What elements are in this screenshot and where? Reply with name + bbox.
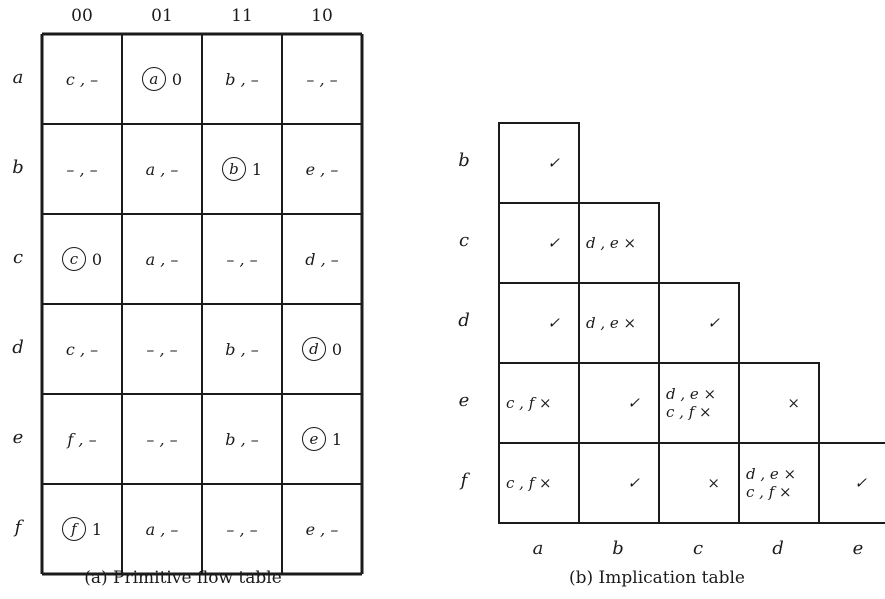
implication-entry: c , f × bbox=[666, 403, 712, 421]
implication-row-label: e bbox=[458, 390, 470, 411]
implication-cell: ✓ bbox=[498, 282, 580, 364]
implication-cell: ✓ bbox=[578, 442, 660, 524]
implication-entry: c , f × bbox=[506, 394, 552, 412]
flow-row-label: a bbox=[12, 67, 24, 88]
flow-table-cell: b , – bbox=[225, 339, 259, 359]
flow-column-header: 10 bbox=[311, 6, 333, 26]
implication-entry: ✓ bbox=[547, 314, 560, 332]
implication-table-caption: (b) Implication table bbox=[568, 568, 745, 588]
implication-column-label: b bbox=[612, 538, 624, 559]
flow-table-cell: a , – bbox=[145, 159, 179, 179]
flow-table-cell: c , – bbox=[65, 339, 99, 359]
implication-cell: d , e × bbox=[578, 202, 660, 284]
stable-state-output: 1 bbox=[251, 159, 263, 179]
flow-table-cell: – , – bbox=[226, 249, 258, 269]
flow-table-cell: – , – bbox=[146, 339, 178, 359]
flow-table-cell: – , – bbox=[66, 159, 98, 179]
stable-state-circle: d bbox=[301, 337, 326, 361]
flow-table-cell: b , – bbox=[225, 69, 259, 89]
implication-cell: × bbox=[738, 362, 820, 444]
flow-table-cell: d , – bbox=[305, 249, 339, 269]
implication-entry: d , e × bbox=[746, 465, 797, 483]
flow-table-cell: – , – bbox=[146, 429, 178, 449]
implication-cell: d , e × bbox=[578, 282, 660, 364]
flow-table-cell: e , – bbox=[305, 519, 339, 539]
implication-cell: d , e ×c , f × bbox=[738, 442, 820, 524]
stable-state-circle: a bbox=[141, 67, 166, 91]
implication-column-label: e bbox=[852, 538, 864, 559]
stable-state-output: 0 bbox=[91, 249, 103, 269]
implication-cell: ✓ bbox=[498, 122, 580, 204]
flow-row-label: e bbox=[12, 427, 24, 448]
stable-state-output: 0 bbox=[331, 339, 343, 359]
implication-column-label: c bbox=[692, 538, 704, 559]
flow-table-cell: a , – bbox=[145, 519, 179, 539]
stable-state-output: 1 bbox=[91, 519, 103, 539]
flow-column-header: 00 bbox=[71, 6, 93, 26]
implication-entry: ✓ bbox=[627, 394, 640, 412]
flow-table-caption: (a) Primitive flow table bbox=[84, 568, 282, 588]
implication-cell: c , f × bbox=[498, 442, 580, 524]
flow-column-header: 11 bbox=[231, 6, 253, 26]
flow-table-cell: – , – bbox=[306, 69, 338, 89]
implication-entry: c , f × bbox=[506, 474, 552, 492]
implication-entry: ✓ bbox=[547, 154, 560, 172]
implication-entry: d , e × bbox=[586, 234, 637, 252]
implication-row-label: b bbox=[458, 150, 470, 171]
flow-row-label: b bbox=[12, 157, 24, 178]
implication-row-label: f bbox=[460, 470, 468, 491]
implication-entry: × bbox=[707, 474, 720, 492]
implication-column-label: a bbox=[532, 538, 544, 559]
implication-row-label: d bbox=[458, 310, 470, 331]
stable-state-circle: b bbox=[221, 157, 246, 181]
implication-entry: × bbox=[787, 394, 800, 412]
stable-state-circle: f bbox=[61, 517, 86, 541]
implication-cell: ✓ bbox=[498, 202, 580, 284]
implication-entry: d , e × bbox=[666, 385, 717, 403]
flow-table-cell: – , – bbox=[226, 519, 258, 539]
implication-entry: d , e × bbox=[586, 314, 637, 332]
stable-state-circle: c bbox=[61, 247, 86, 271]
stable-state-circle: e bbox=[301, 427, 326, 451]
implication-entry: ✓ bbox=[627, 474, 640, 492]
flow-table-cell: c , – bbox=[65, 69, 99, 89]
flow-row-label: f bbox=[14, 517, 22, 538]
implication-cell: ✓ bbox=[578, 362, 660, 444]
implication-cell: c , f × bbox=[498, 362, 580, 444]
implication-cell: ✓ bbox=[818, 442, 885, 524]
implication-entry: ✓ bbox=[547, 234, 560, 252]
implication-entry: ✓ bbox=[707, 314, 720, 332]
flow-table-cell: a , – bbox=[145, 249, 179, 269]
implication-column-label: d bbox=[772, 538, 784, 559]
flow-table-cell: f , – bbox=[67, 429, 97, 449]
flow-table-cell: e , – bbox=[305, 159, 339, 179]
stable-state-output: 1 bbox=[331, 429, 343, 449]
implication-entry: ✓ bbox=[854, 474, 867, 492]
implication-cell: ✓ bbox=[658, 282, 740, 364]
flow-table-cell: b , – bbox=[225, 429, 259, 449]
flow-row-label: d bbox=[12, 337, 24, 358]
implication-cell: d , e ×c , f × bbox=[658, 362, 740, 444]
implication-cell: × bbox=[658, 442, 740, 524]
flow-row-label: c bbox=[12, 247, 24, 268]
stable-state-output: 0 bbox=[171, 69, 183, 89]
flow-column-header: 01 bbox=[151, 6, 173, 26]
implication-entry: c , f × bbox=[746, 483, 792, 501]
implication-row-label: c bbox=[458, 230, 470, 251]
